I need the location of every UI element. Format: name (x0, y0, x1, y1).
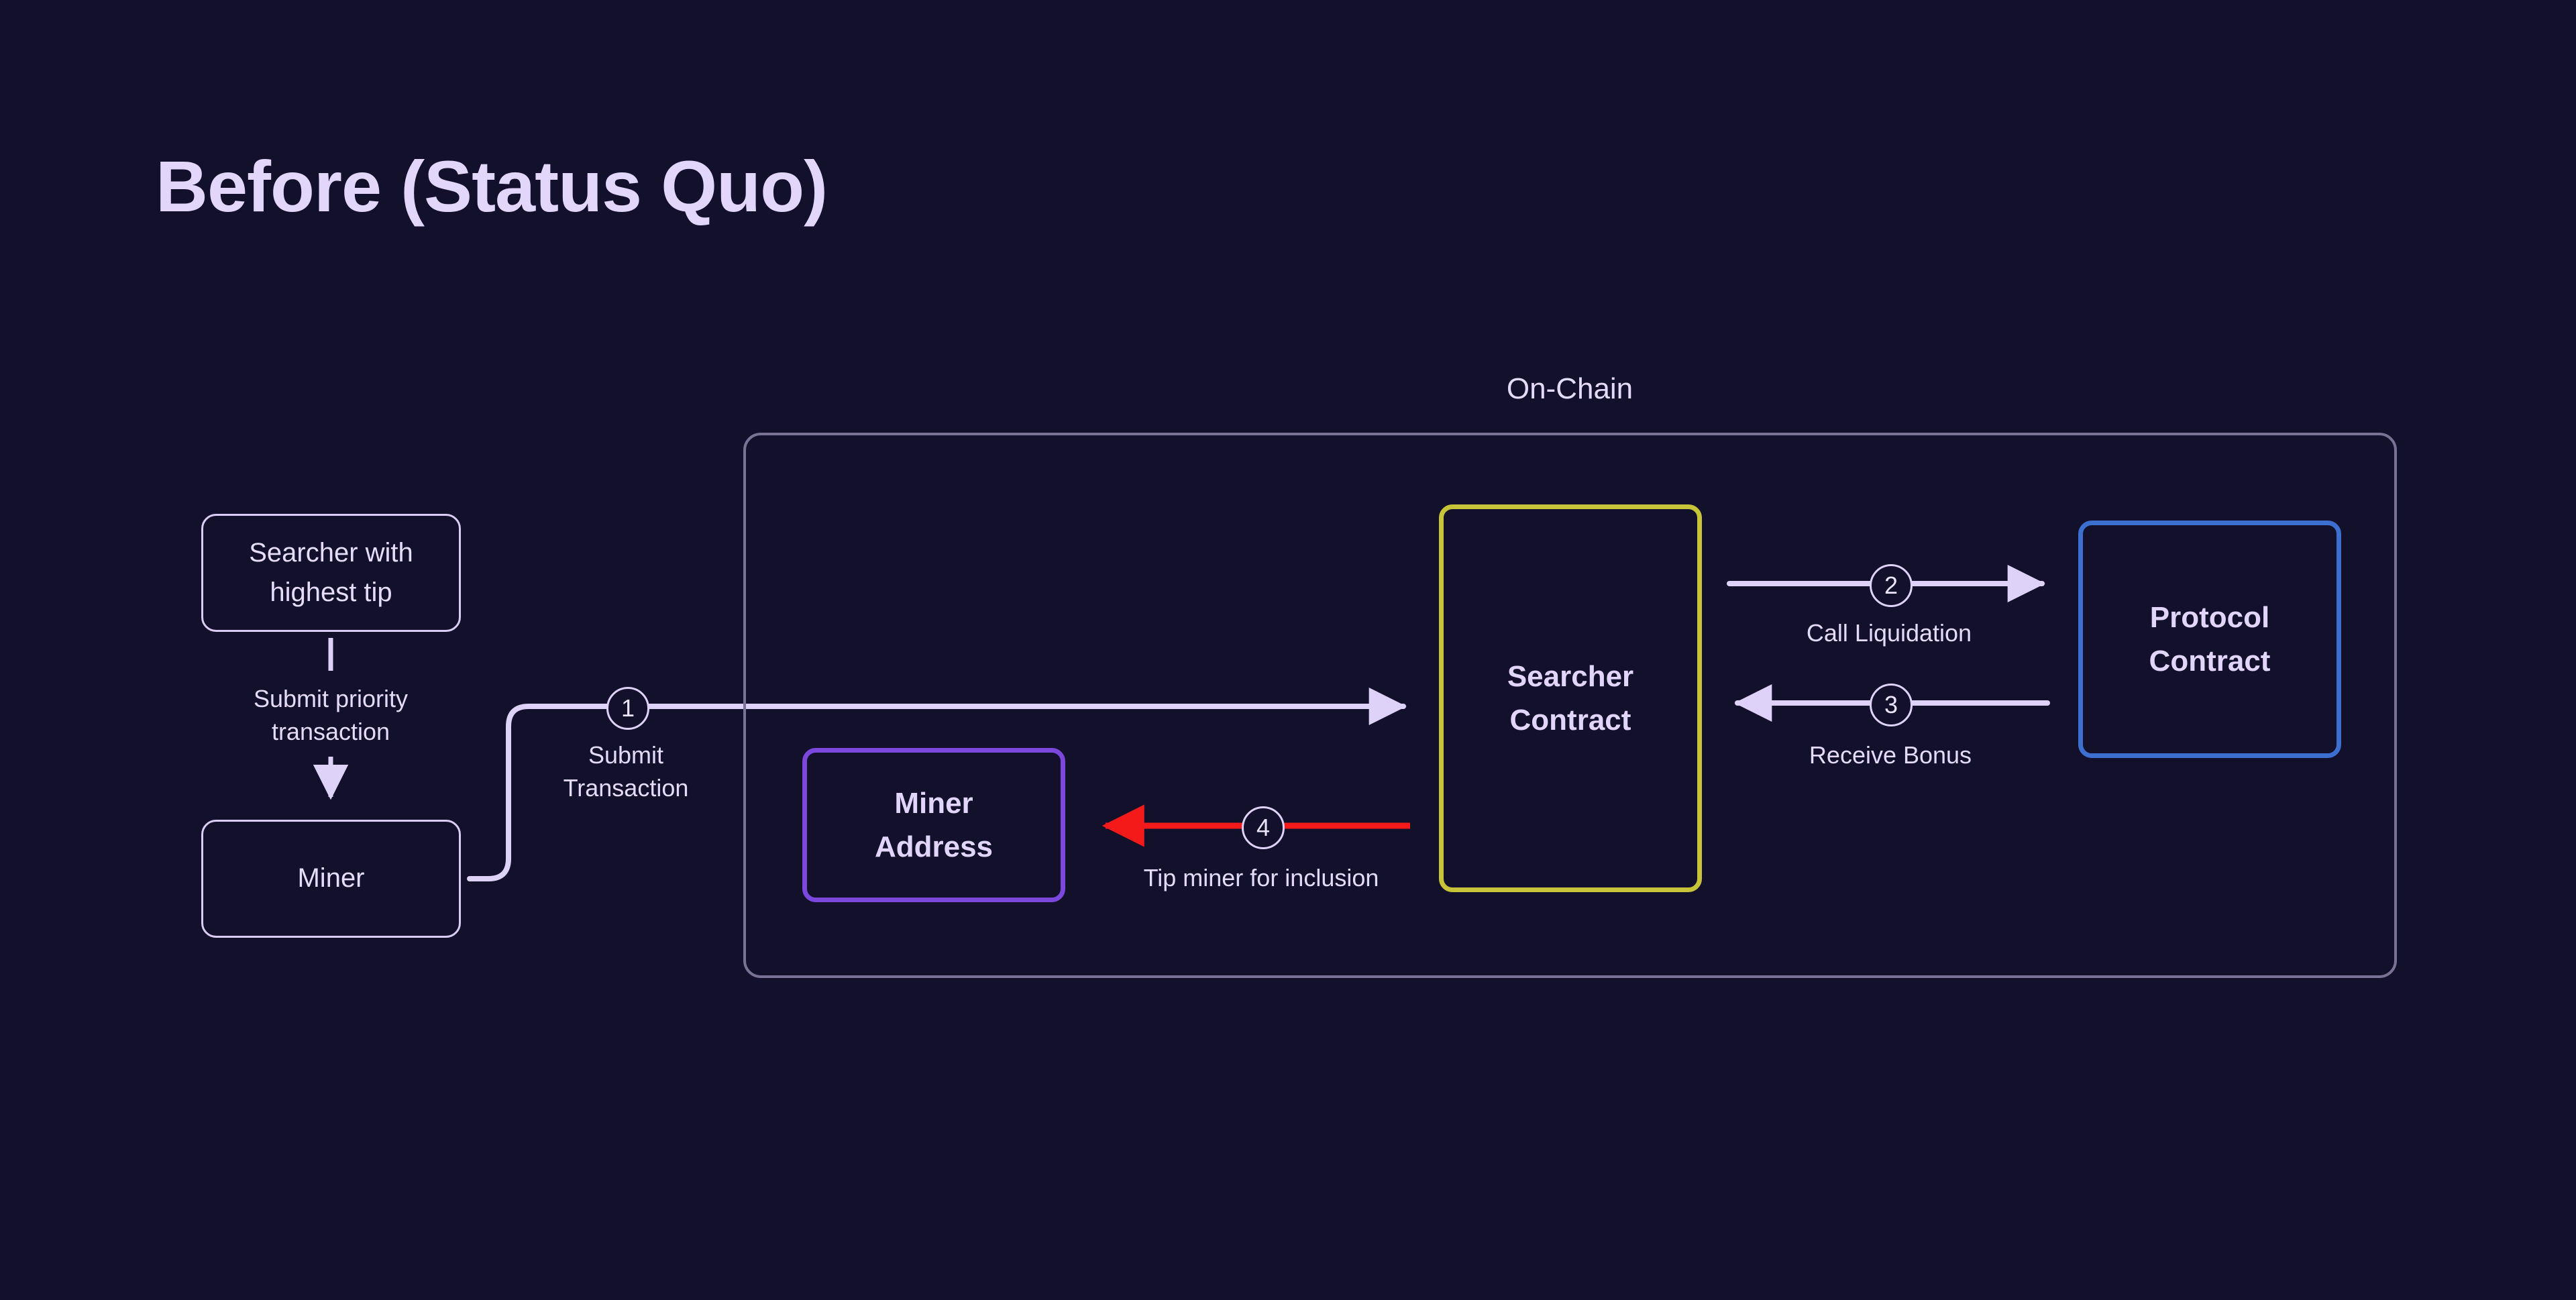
node-searcher-with-highest-tip[interactable]: Searcher with highest tip (201, 514, 461, 632)
edge-label-submit-transaction: Submit Transaction (563, 741, 689, 802)
step-badge-3: 3 (1870, 684, 1913, 726)
node-searcher-contract[interactable]: Searcher Contract (1439, 504, 1702, 892)
node-searcher-with-highest-tip-label: Searcher with highest tip (249, 537, 413, 607)
edge-label-submit-priority-transaction: Submit priority transaction (253, 685, 409, 745)
edge-label-receive-bonus: Receive Bonus (1809, 741, 1972, 769)
edge-label-call-liquidation: Call Liquidation (1806, 619, 1972, 647)
page-title: Before (Status Quo) (156, 146, 828, 227)
step-badge-4-number: 4 (1256, 814, 1271, 841)
node-protocol-contract[interactable]: Protocol Contract (2078, 521, 2341, 758)
onchain-group-label: On-Chain (1506, 372, 1633, 405)
node-miner[interactable]: Miner (201, 820, 461, 938)
step-badge-3-number: 3 (1884, 691, 1898, 718)
node-miner-address[interactable]: Miner Address (802, 748, 1065, 902)
node-searcher-contract-label: Searcher Contract (1507, 659, 1634, 737)
step-badge-2-number: 2 (1884, 572, 1898, 599)
node-protocol-contract-label: Protocol Contract (2149, 600, 2271, 678)
step-badge-4: 4 (1242, 806, 1285, 849)
edge-label-tip-miner-for-inclusion: Tip miner for inclusion (1143, 864, 1379, 891)
onchain-group-container (743, 433, 2397, 978)
edge-submit-transaction (467, 688, 1407, 881)
step-badge-1-number: 1 (621, 694, 635, 722)
node-miner-label: Miner (297, 863, 365, 893)
step-badge-1: 1 (606, 687, 649, 730)
step-badge-2: 2 (1870, 564, 1913, 607)
node-miner-address-label: Miner Address (874, 786, 994, 863)
